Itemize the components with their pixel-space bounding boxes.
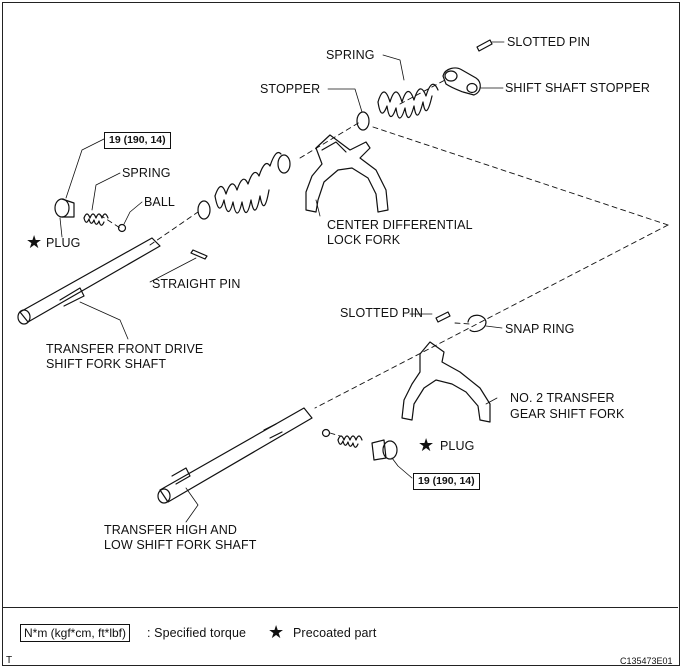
washer-upper-part xyxy=(277,154,291,174)
no2-shift-fork-part xyxy=(401,341,491,423)
high-low-shaft-part xyxy=(157,407,313,504)
label-shift-shaft-stopper: SHIFT SHAFT STOPPER xyxy=(505,81,650,95)
label-slotted-pin-mid: SLOTTED PIN xyxy=(340,306,424,320)
spring-middle-part xyxy=(214,151,282,214)
slotted-pin-top-part xyxy=(476,39,493,52)
precoated-star-icon-right: ★ xyxy=(418,435,435,455)
label-high-low-shaft-line2: LOW SHIFT FORK SHAFT xyxy=(104,538,257,552)
washer-lower-part xyxy=(197,200,211,220)
plug-left-part xyxy=(54,198,75,218)
label-snap-ring: SNAP RING xyxy=(505,322,575,336)
label-plug-left: PLUG xyxy=(46,236,81,250)
spring-right-part xyxy=(337,435,363,448)
spring-left-part xyxy=(83,213,109,226)
leader-lines xyxy=(59,41,505,523)
stopper-ring-part xyxy=(356,111,370,131)
snap-ring-part xyxy=(467,314,487,333)
label-no2-fork-line2: GEAR SHIFT FORK xyxy=(510,407,625,421)
label-stopper: STOPPER xyxy=(260,82,321,96)
legend-unit-box: N*m (kgf*cm, ft*lbf) xyxy=(20,624,131,642)
torque-spec-bottom: 19 (190, 14) xyxy=(413,473,480,490)
label-center-diff-fork-line2: LOCK FORK xyxy=(327,233,401,247)
legend-star-icon: ★ xyxy=(268,622,285,642)
label-ball: BALL xyxy=(144,195,175,209)
legend-unit-description: : Specified torque xyxy=(147,626,247,640)
label-straight-pin: STRAIGHT PIN xyxy=(152,277,241,291)
spring-top-part xyxy=(377,83,439,119)
shift-shaft-stopper-part xyxy=(442,67,481,96)
ball-right-part xyxy=(321,428,331,438)
torque-spec-top: 19 (190, 14) xyxy=(104,132,171,149)
legend-area xyxy=(3,607,678,661)
slotted-pin-mid-part xyxy=(435,311,451,323)
figure-id: C135473E01 xyxy=(620,656,673,666)
label-spring-left: SPRING xyxy=(122,166,171,180)
label-front-drive-shaft-line2: SHIFT FORK SHAFT xyxy=(46,357,167,371)
plug-right-part xyxy=(371,439,398,461)
front-drive-shaft-part xyxy=(17,237,161,325)
ball-part xyxy=(117,223,127,233)
legend-star-description: Precoated part xyxy=(293,626,377,640)
label-front-drive-shaft-line1: TRANSFER FRONT DRIVE xyxy=(46,342,204,356)
label-no2-fork-line1: NO. 2 TRANSFER xyxy=(510,391,615,405)
label-high-low-shaft-line1: TRANSFER HIGH AND xyxy=(104,523,237,537)
label-plug-right: PLUG xyxy=(440,439,475,453)
straight-pin-part xyxy=(190,249,208,260)
label-spring-top: SPRING xyxy=(326,48,375,62)
assembly-centerlines xyxy=(99,79,669,437)
corner-mark: T xyxy=(6,655,13,666)
label-slotted-pin-top: SLOTTED PIN xyxy=(507,35,591,49)
precoated-star-icon-left: ★ xyxy=(26,232,43,252)
label-center-diff-fork-line1: CENTER DIFFERENTIAL xyxy=(327,218,473,232)
center-diff-lock-fork-part xyxy=(305,134,389,213)
